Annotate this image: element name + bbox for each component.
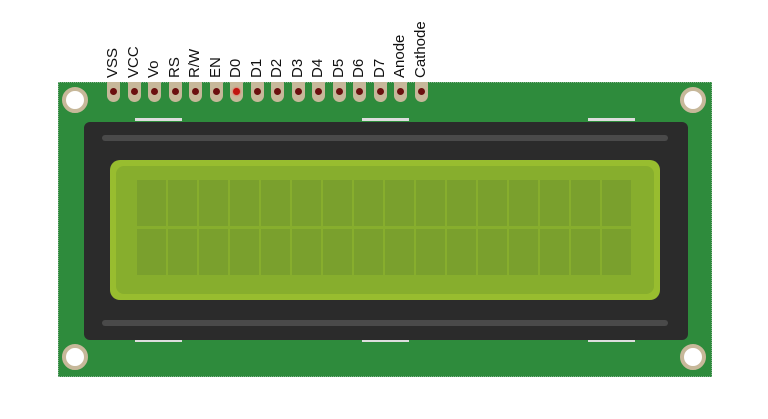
pin-d6: [353, 82, 366, 102]
character-cell: [509, 228, 538, 275]
pin-label: RS: [165, 57, 183, 78]
character-cell: [416, 180, 445, 226]
pin-vcc: [127, 82, 141, 102]
character-cell: [261, 228, 290, 275]
pin-label: Cathode: [411, 21, 429, 78]
pin-label: D7: [370, 58, 388, 78]
character-cell: [292, 228, 321, 275]
pin-hole-icon: [212, 88, 220, 95]
bezel-tab: [362, 118, 409, 121]
pin-label: D4: [309, 58, 326, 78]
pin-label: D1: [247, 58, 265, 78]
character-cell: [416, 228, 445, 275]
bezel-tab: [588, 339, 635, 342]
bezel-slot: [102, 135, 668, 141]
character-cell: [230, 180, 259, 226]
pin-label: D0: [227, 58, 244, 78]
bezel-tab: [135, 339, 182, 342]
character-cell: [323, 180, 352, 226]
bezel-slot: [102, 320, 668, 326]
bezel-tab: [362, 339, 409, 342]
pin-label: Anode: [391, 34, 408, 78]
pin-d5: [332, 82, 346, 102]
pin-hole-icon: [233, 88, 240, 95]
character-cell: [540, 228, 569, 275]
pin-hole-icon: [315, 88, 322, 95]
pin-hole-icon: [335, 88, 343, 95]
pin-hole-icon: [417, 88, 425, 95]
mounting-hole: [680, 87, 706, 113]
character-cell: [323, 228, 352, 275]
character-cell: [199, 228, 228, 275]
character-cell: [354, 228, 383, 275]
character-cell: [385, 180, 414, 226]
pin-label: Vo: [145, 60, 162, 78]
pin-label: D5: [329, 58, 347, 78]
character-cell: [137, 180, 166, 226]
pin-rw: [189, 82, 202, 102]
pin-d3: [291, 82, 305, 102]
character-cell: [199, 180, 228, 226]
bezel-tab: [588, 118, 635, 121]
pin-hole-icon: [274, 88, 281, 95]
character-cell: [447, 228, 476, 275]
mounting-hole: [62, 87, 88, 113]
pin-en: [209, 82, 223, 102]
character-cell: [385, 228, 414, 275]
character-cell: [137, 228, 166, 275]
lcd-screen: [110, 160, 660, 300]
character-cell: [354, 180, 383, 226]
bezel-tab: [135, 118, 182, 121]
pin-hole-icon: [294, 88, 302, 95]
pin-d4: [312, 82, 325, 102]
character-cell: [261, 180, 290, 226]
pin-label: D6: [350, 58, 367, 78]
character-cell: [571, 180, 600, 226]
pin-label: D2: [268, 58, 285, 78]
character-cell: [447, 180, 476, 226]
pin-hole-icon: [376, 88, 384, 95]
pin-label: EN: [206, 57, 224, 78]
pin-d1: [250, 82, 264, 102]
pin-rs: [168, 82, 182, 102]
character-cell: [168, 228, 197, 275]
character-cell: [292, 180, 321, 226]
character-cell: [602, 180, 631, 226]
character-cell: [540, 180, 569, 226]
pin-hole-icon: [356, 88, 363, 95]
character-cell: [509, 180, 538, 226]
pin-hole-icon: [130, 88, 138, 95]
pin-d7: [373, 82, 387, 102]
character-cell: [571, 228, 600, 275]
pin-hole-icon: [253, 88, 261, 95]
pin-vo: [148, 82, 161, 102]
pin-hole-icon: [171, 88, 179, 95]
pin-hole-icon: [397, 88, 404, 95]
pin-d2: [271, 82, 284, 102]
pin-label: VSS: [104, 47, 121, 78]
mounting-hole: [62, 344, 88, 370]
pin-label: VCC: [124, 46, 142, 78]
pin-label: R/W: [186, 48, 203, 78]
character-cell: [602, 228, 631, 275]
mounting-hole: [680, 344, 706, 370]
pin-cathode: [414, 82, 428, 102]
pin-hole-icon: [151, 88, 158, 95]
lcd-bezel: [84, 122, 688, 340]
pin-d0: [230, 82, 243, 102]
pin-hole-icon: [110, 88, 117, 95]
pin-label: D3: [288, 58, 306, 78]
character-grid: [137, 180, 631, 275]
character-cell: [230, 228, 259, 275]
lcd-screen-inner: [116, 166, 654, 294]
character-cell: [478, 180, 507, 226]
character-cell: [478, 228, 507, 275]
pin-vss: [107, 82, 120, 102]
pin-hole-icon: [192, 88, 199, 95]
pin-anode: [394, 82, 407, 102]
character-cell: [168, 180, 197, 226]
